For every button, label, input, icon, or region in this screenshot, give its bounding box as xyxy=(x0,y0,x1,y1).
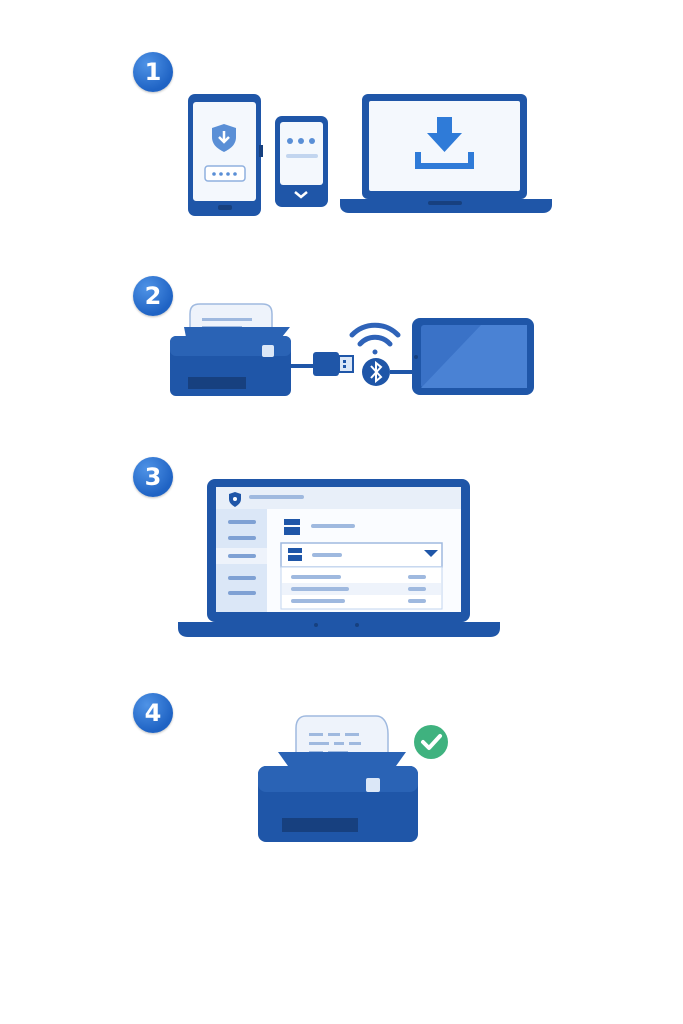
tablet-icon xyxy=(412,318,534,395)
printer-icon xyxy=(170,303,291,396)
usb-cable-icon xyxy=(291,352,354,376)
download-icon xyxy=(415,117,474,169)
phone-icon xyxy=(188,94,263,216)
chevron-down-icon xyxy=(294,191,308,199)
printer-icon xyxy=(258,715,418,842)
small-phone-icon xyxy=(275,116,328,207)
step-1-badge: 1 xyxy=(133,52,173,92)
wifi-icon xyxy=(349,322,401,355)
checkmark-icon xyxy=(414,725,448,759)
laptop-icon xyxy=(340,94,552,213)
step-4-badge: 4 xyxy=(133,693,173,733)
bluetooth-icon xyxy=(362,358,414,386)
chevron-down-icon xyxy=(424,550,438,557)
printer-icon xyxy=(284,519,300,535)
step-2-badge: 2 xyxy=(133,276,173,316)
step-3-badge: 3 xyxy=(133,457,173,497)
app-window xyxy=(216,487,461,612)
